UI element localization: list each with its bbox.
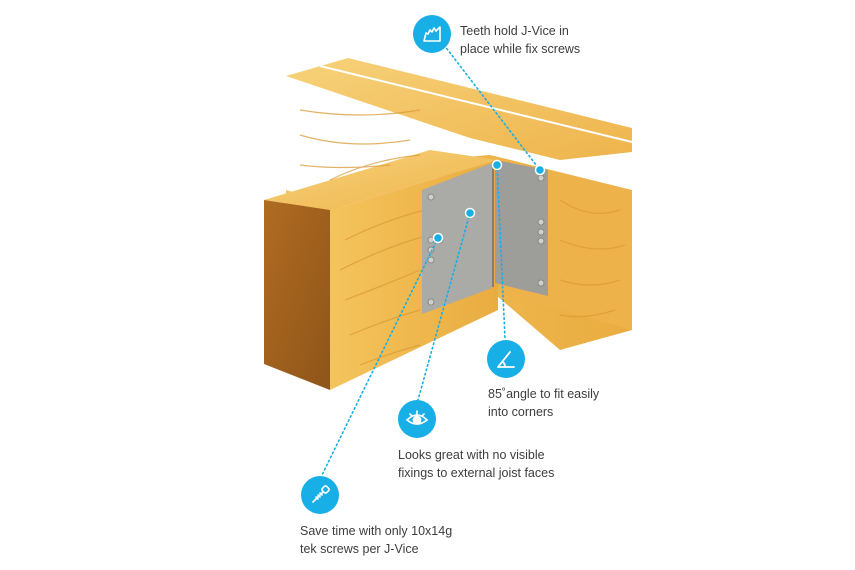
callout-eye-line-1: Looks great with no visible xyxy=(398,448,545,462)
wood-grain xyxy=(299,109,626,366)
callout-angle-label: 85˚angle to fit easily into corners xyxy=(488,385,599,421)
callout-eye-line-2: fixings to external joist faces xyxy=(398,466,555,480)
angle-icon xyxy=(487,340,525,378)
teeth-icon xyxy=(413,15,451,53)
callout-eye-label: Looks great with no visible fixings to e… xyxy=(398,446,554,482)
callout-teeth-label: Teeth hold J-Vice in place while fix scr… xyxy=(460,22,580,58)
callout-teeth-line-1: Teeth hold J-Vice in xyxy=(460,24,569,38)
callout-screw-line-1: Save time with only 10x14g xyxy=(300,524,453,538)
callout-screw-line-2: tek screws per J-Vice xyxy=(300,542,419,556)
anchor-dots xyxy=(432,159,546,244)
leader-lines xyxy=(321,44,541,476)
eye-icon xyxy=(398,400,436,438)
callout-angle-line-2: into corners xyxy=(488,405,554,419)
screw-icon xyxy=(301,476,339,514)
screw-heads xyxy=(427,174,545,306)
callout-teeth-line-2: place while fix screws xyxy=(460,42,581,56)
j-vice-bracket xyxy=(422,160,548,314)
callout-angle-line-1: 85˚angle to fit easily xyxy=(488,387,600,401)
callout-screw-label: Save time with only 10x14g tek screws pe… xyxy=(300,522,452,558)
